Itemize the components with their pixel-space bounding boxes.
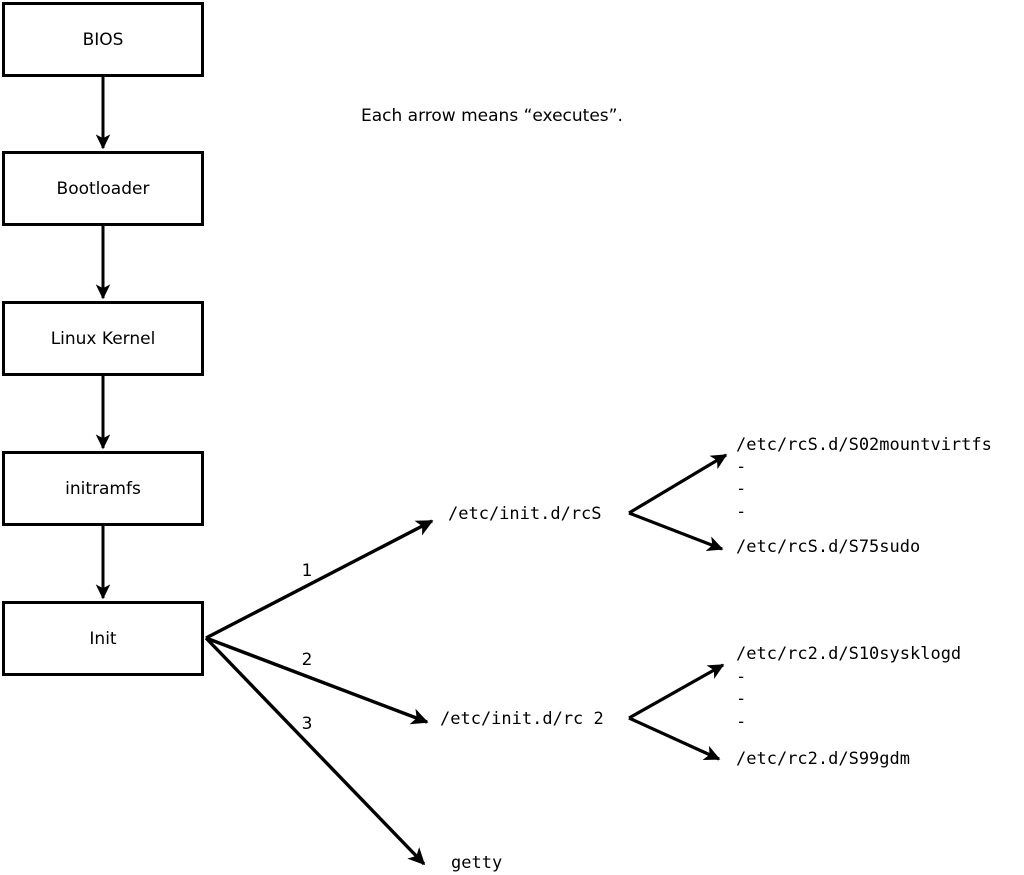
node-initramfs[interactable]: initramfs: [2, 451, 204, 526]
rc2-ellipsis-dash-2: -: [736, 689, 746, 709]
caption-label: Each arrow means “executes”.: [361, 106, 623, 126]
rc2-script-group: /etc/rc2.d/S10sysklogd - - - /etc/rc2.d/…: [628, 644, 961, 769]
rc2-ellipsis-dash-1: -: [736, 667, 746, 687]
rcs-script-group: /etc/rcS.d/S02mountvirtfs - - - /etc/rcS…: [628, 435, 992, 557]
arrow-init-to-rcs: [205, 519, 434, 640]
arrow-rcs-to-last: [628, 511, 724, 551]
branch-number-2: 2: [302, 650, 313, 670]
node-initramfs-box[interactable]: [2, 451, 204, 526]
label-rcs-script: /etc/init.d/rcS: [448, 504, 602, 524]
label-rcs-last-script: /etc/rcS.d/S75sudo: [736, 537, 920, 557]
node-init-box[interactable]: [2, 601, 204, 676]
branch-number-1: 1: [302, 561, 313, 581]
boot-chain: BIOS Bootloader Linux Kernel initramfs I…: [2, 2, 204, 676]
label-getty: getty: [451, 853, 502, 873]
node-linux-kernel-box[interactable]: [2, 301, 204, 376]
node-linux-kernel-label: Linux Kernel: [51, 329, 156, 349]
arrow-rcs-to-first: [628, 453, 728, 515]
node-bootloader-box[interactable]: [2, 151, 204, 226]
node-linux-kernel[interactable]: Linux Kernel: [2, 301, 204, 376]
label-rc2-last-script: /etc/rc2.d/S99gdm: [736, 749, 910, 769]
node-init[interactable]: Init: [2, 601, 204, 676]
label-rc2-first-script: /etc/rc2.d/S10sysklogd: [736, 644, 961, 664]
node-initramfs-label: initramfs: [65, 479, 141, 499]
rcs-ellipsis-dash-1: -: [736, 457, 746, 477]
rcs-ellipsis-dash-3: -: [736, 502, 746, 522]
init-branches: 1 2 3: [204, 519, 434, 866]
node-bootloader-label: Bootloader: [57, 179, 150, 199]
node-bios-label: BIOS: [83, 30, 124, 50]
arrow-rc2-to-first: [628, 663, 725, 720]
label-rc2-script: /etc/init.d/rc 2: [440, 709, 604, 729]
label-rcs-first-script: /etc/rcS.d/S02mountvirtfs: [736, 435, 992, 455]
rcs-ellipsis-dash-2: -: [736, 479, 746, 499]
node-bootloader[interactable]: Bootloader: [2, 151, 204, 226]
rc2-ellipsis-dash-3: -: [736, 712, 746, 732]
arrow-rc2-to-last: [628, 716, 721, 761]
node-init-label: Init: [89, 629, 117, 649]
node-bios-box[interactable]: [2, 2, 204, 77]
node-bios[interactable]: BIOS: [2, 2, 204, 77]
arrow-init-to-rc2: [205, 636, 429, 725]
arrow-init-to-getty: [204, 636, 426, 866]
branch-number-3: 3: [302, 714, 313, 734]
